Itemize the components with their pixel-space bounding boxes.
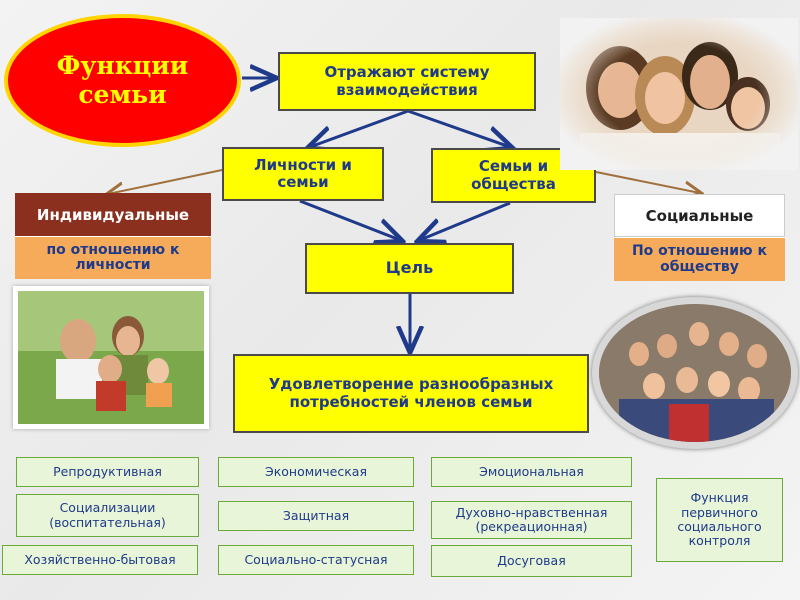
function-socialization: Социализации (воспитательная) <box>16 494 199 537</box>
arrow-personality-to-individual <box>108 169 223 194</box>
function-social-status: Социально-статусная <box>218 545 414 575</box>
title-text: Функции семьи <box>56 50 189 109</box>
arrow-society-to-goal <box>420 201 511 240</box>
family-photo-top <box>560 18 798 170</box>
arrow-top-to-society <box>407 109 510 147</box>
function-leisure: Досуговая <box>431 545 632 577</box>
function-household: Хозяйственно-бытовая <box>2 545 198 575</box>
needs-satisfaction-box: Удовлетворение разнообразных потребносте… <box>233 354 589 433</box>
function-reproductive: Репродуктивная <box>16 457 199 487</box>
arrow-top-to-personality <box>310 109 409 147</box>
family-photo-left <box>13 286 209 429</box>
social-header: Социальные <box>614 194 785 237</box>
arrow-personality-to-goal <box>299 199 400 240</box>
family-photo-right <box>592 297 798 449</box>
goal-box: Цель <box>305 243 514 294</box>
individual-header: Индивидуальные <box>15 193 211 236</box>
personality-family-box: Личности и семьи <box>222 147 384 201</box>
function-social-control: Функция первичного социального контроля <box>656 478 783 562</box>
function-emotional: Эмоциональная <box>431 457 632 487</box>
function-economic: Экономическая <box>218 457 414 487</box>
title-oval: Функции семьи <box>4 14 241 147</box>
individual-subtitle: по отношению к личности <box>15 236 211 279</box>
function-spiritual: Духовно-нравственная (рекреационная) <box>431 501 632 539</box>
arrow-society-to-social <box>595 171 700 193</box>
interaction-system-box: Отражают систему взаимодействия <box>278 52 536 111</box>
function-protective: Защитная <box>218 501 414 531</box>
social-subtitle: По отношению к обществу <box>614 237 785 281</box>
